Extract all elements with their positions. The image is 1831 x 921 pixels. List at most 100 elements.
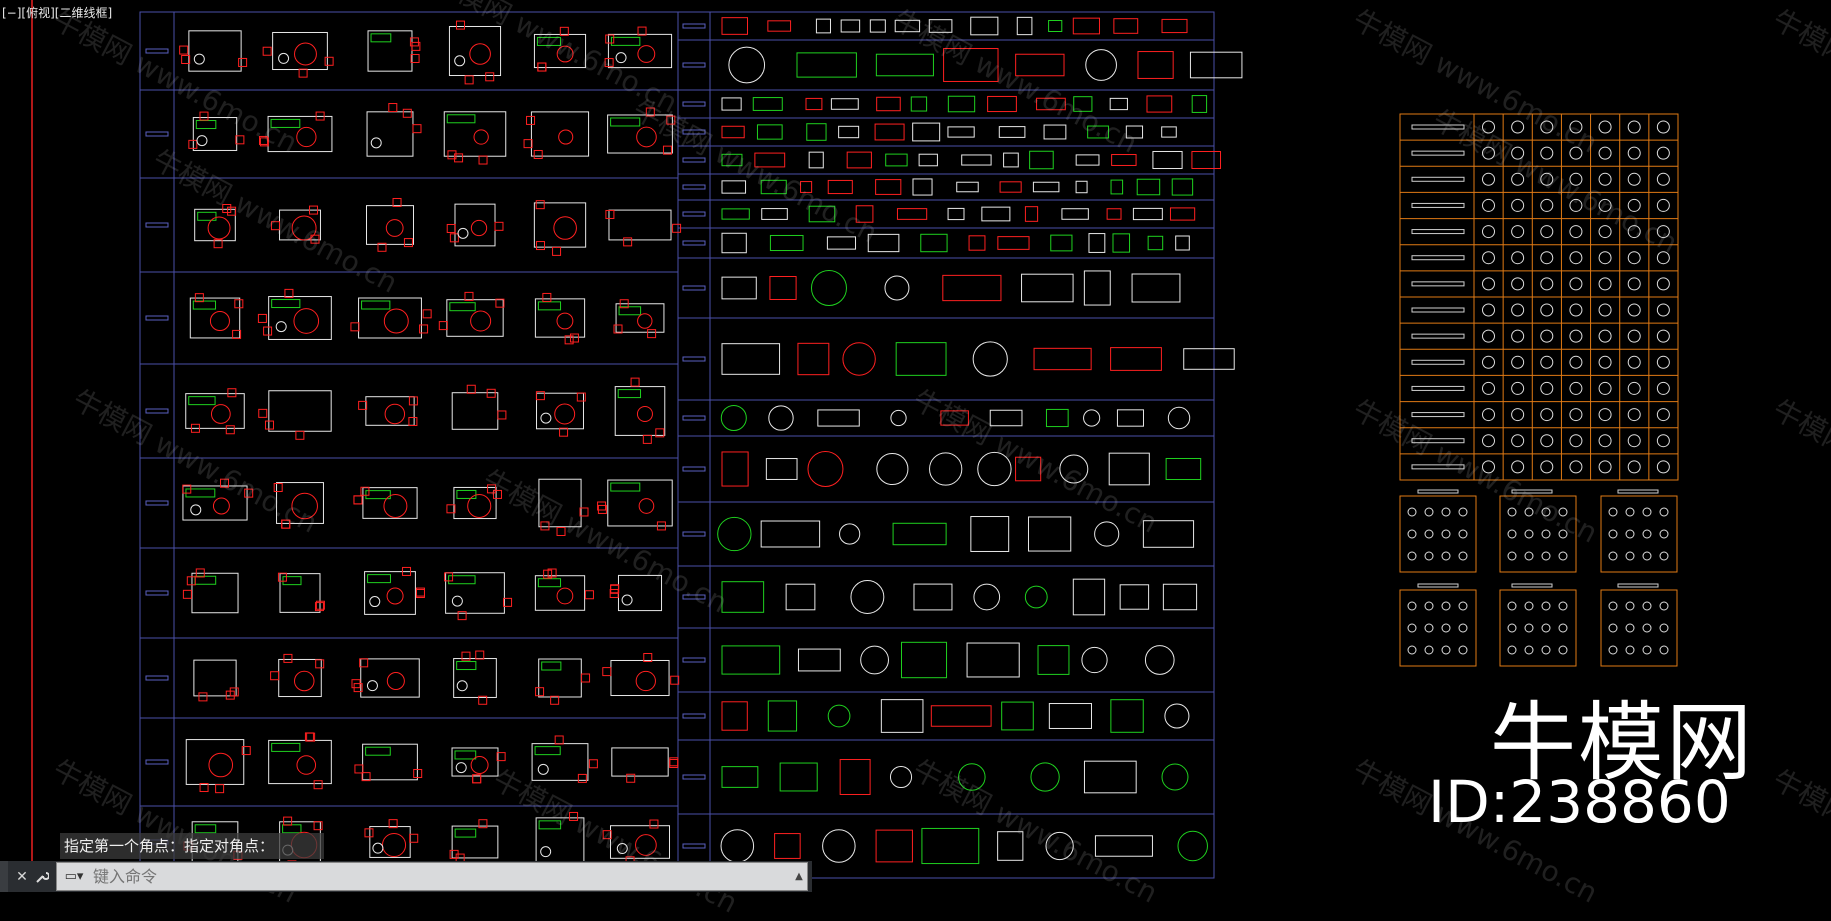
table: [469, 43, 491, 65]
table: [554, 403, 576, 425]
row-caption: [1411, 281, 1465, 287]
furniture-block: [362, 487, 418, 519]
fixture-icon: [721, 581, 765, 613]
human-figure: [1598, 434, 1612, 448]
chair: [270, 221, 280, 231]
human-figure: [1656, 381, 1670, 395]
table: [637, 45, 656, 63]
row-label: [682, 23, 706, 29]
command-history-icon[interactable]: ▭▾: [64, 869, 84, 884]
furniture-block: [538, 478, 582, 528]
fixture-icon: [815, 18, 831, 34]
furniture-block: [365, 396, 415, 426]
figure-group-frame: [1600, 495, 1678, 573]
fixture-icon: [958, 763, 986, 791]
brand-name: 牛模网: [1490, 693, 1754, 793]
fixture-icon: [846, 151, 872, 169]
chair: [619, 299, 629, 309]
human-figure: [1656, 277, 1670, 291]
fixture-icon: [884, 275, 910, 301]
chair: [310, 234, 320, 244]
fixture-icon: [827, 179, 853, 195]
fixture-icon: [1015, 53, 1065, 77]
fixture-icon: [721, 451, 749, 487]
row-label: [682, 594, 706, 600]
chair: [388, 103, 398, 113]
furniture-block: [610, 659, 670, 697]
drag-handle[interactable]: [0, 861, 8, 892]
fixture-icon: [1016, 16, 1033, 36]
human-figure: [1407, 529, 1417, 539]
human-figure: [1598, 460, 1612, 474]
sofa: [282, 576, 302, 586]
plant: [372, 842, 384, 854]
fixture-icon: [1088, 233, 1106, 253]
fixture-icon: [761, 208, 788, 220]
chair: [569, 811, 579, 821]
close-icon[interactable]: ✕: [16, 868, 28, 885]
human-figure: [1541, 529, 1551, 539]
fixture-icon: [900, 641, 948, 679]
drawing-canvas[interactable]: [0, 0, 1831, 892]
wrench-icon[interactable]: [32, 864, 52, 890]
human-figure: [1598, 303, 1612, 317]
human-figure: [1608, 623, 1618, 633]
table: [558, 129, 574, 145]
fixture-icon: [1162, 583, 1198, 611]
fixture-icon: [867, 233, 900, 253]
sofa: [446, 114, 476, 124]
furniture-block: [279, 573, 321, 613]
human-figure: [1608, 529, 1618, 539]
chair: [552, 246, 562, 256]
fixture-icon: [842, 342, 876, 376]
table: [207, 216, 231, 240]
fixture-icon: [721, 208, 750, 220]
human-figure: [1482, 120, 1495, 134]
human-figure: [1541, 645, 1551, 655]
chair: [447, 150, 457, 160]
fixture-icon: [721, 276, 757, 300]
chair: [351, 679, 361, 689]
human-figure: [1598, 329, 1612, 343]
sofa: [367, 574, 391, 584]
plant: [190, 504, 202, 516]
sofa: [618, 306, 642, 316]
human-figure: [1659, 551, 1669, 561]
fixture-icon: [1001, 701, 1034, 731]
row-label: [145, 500, 169, 506]
human-figure: [1569, 277, 1583, 291]
fixture-icon: [1075, 154, 1100, 166]
chair: [238, 57, 248, 67]
human-figure: [1540, 381, 1554, 395]
fixture-icon: [1110, 699, 1144, 733]
chair: [503, 597, 513, 607]
human-figure: [1627, 198, 1641, 212]
human-figure: [1569, 355, 1583, 369]
human-figure: [1659, 529, 1669, 539]
furniture-block: [194, 208, 236, 242]
figure-group-frame: [1399, 495, 1477, 573]
fixture-icon: [721, 701, 748, 731]
human-figure: [1558, 601, 1568, 611]
human-figure: [1627, 303, 1641, 317]
chair: [313, 821, 323, 831]
fixture-icon: [1081, 646, 1108, 674]
chair: [455, 20, 465, 30]
human-figure: [1598, 120, 1612, 134]
command-input[interactable]: [91, 863, 791, 890]
sofa: [610, 482, 641, 492]
chevron-up-icon[interactable]: ▲: [795, 871, 803, 882]
fixture-icon: [966, 642, 1020, 678]
table: [210, 404, 231, 424]
chair: [579, 507, 589, 517]
chair: [409, 833, 419, 843]
command-prompt-text: 指定第一个角点：指定对角点：: [60, 833, 324, 859]
fixture-icon: [830, 98, 859, 110]
viewport-controls-label[interactable]: [−][俯视][二维线框]: [2, 6, 113, 20]
fixture-icon: [956, 181, 979, 193]
fixture-icon: [889, 765, 913, 789]
furniture-block: [446, 299, 504, 337]
fixture-icon: [1106, 208, 1122, 220]
chair: [181, 54, 191, 64]
table: [291, 492, 318, 520]
